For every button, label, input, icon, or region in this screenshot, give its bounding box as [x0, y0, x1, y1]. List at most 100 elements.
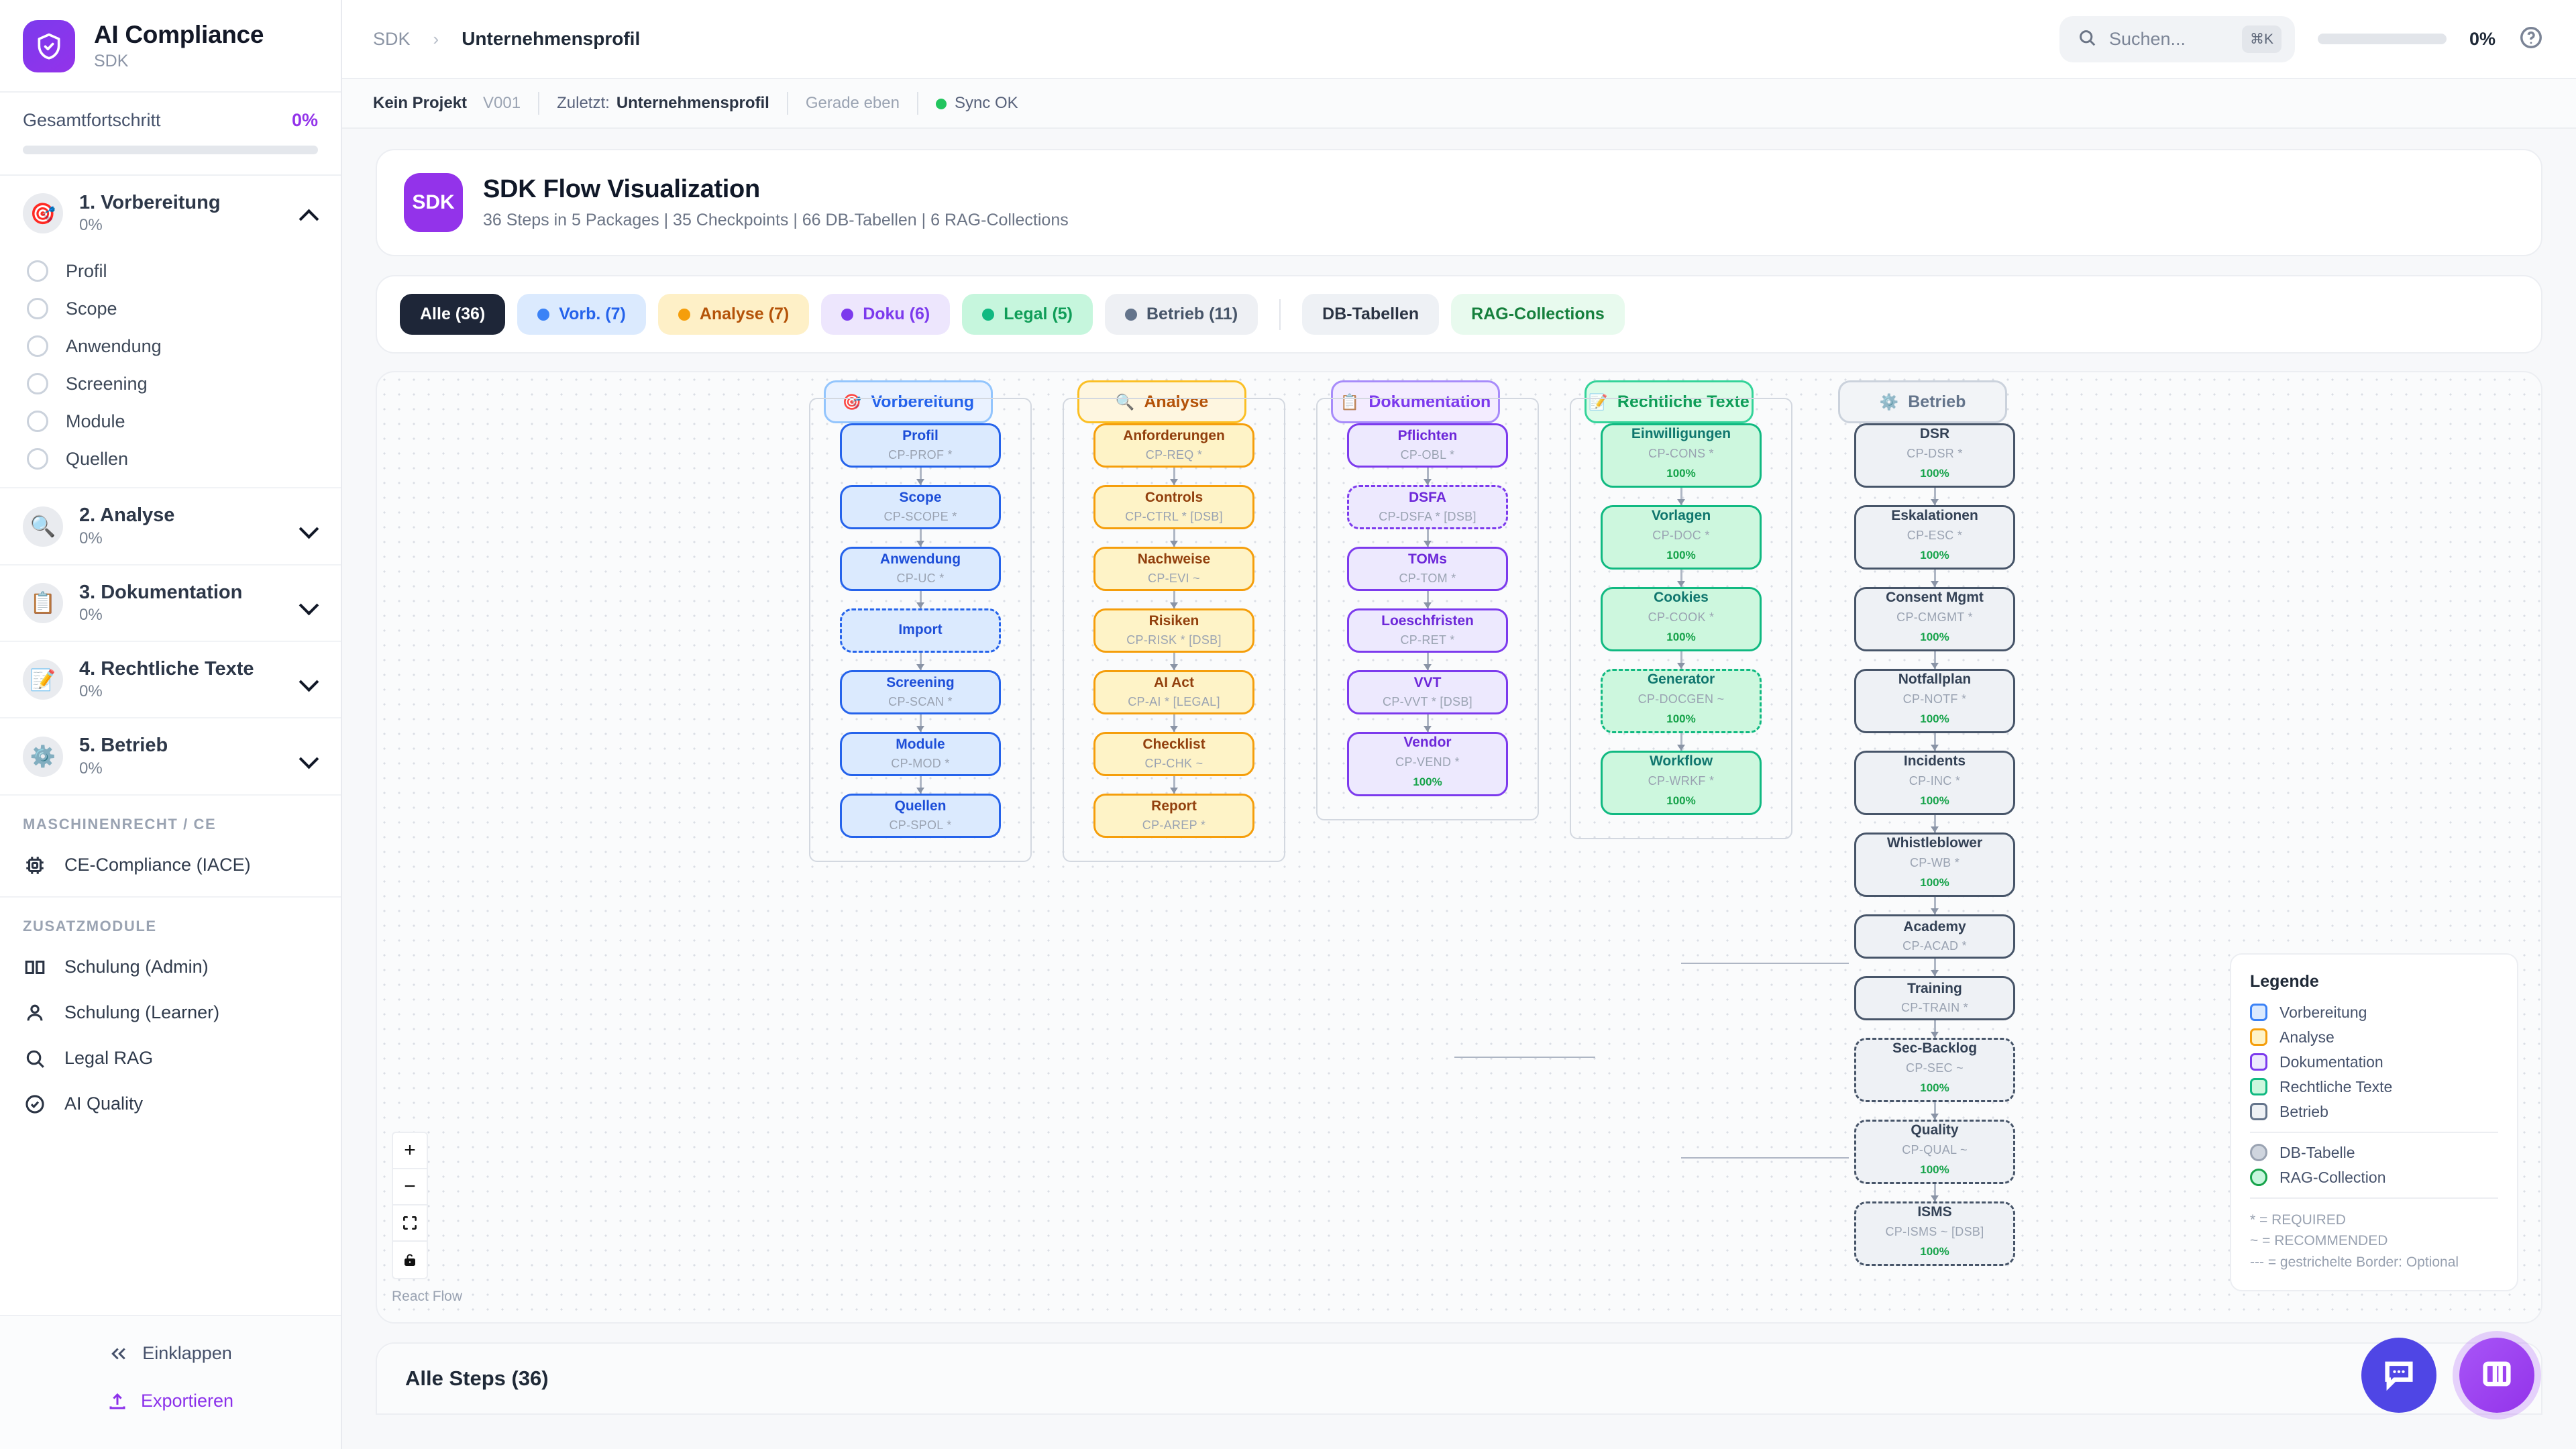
node-progress-value: 100%: [1920, 875, 1949, 889]
flow-edge-arrow: [1170, 726, 1178, 732]
sidebar-item-scope[interactable]: Scope: [0, 290, 341, 327]
step-status-radio[interactable]: [27, 411, 48, 433]
filter-chip-analyse-7[interactable]: Analyse (7): [657, 294, 810, 335]
sidebar-item-quellen[interactable]: Quellen: [0, 440, 341, 478]
filter-chip-alle-36[interactable]: Alle (36): [400, 294, 506, 335]
chevron-down-icon[interactable]: [299, 597, 319, 609]
node-code: CP-DOC *: [1652, 528, 1710, 542]
node-code: CP-VVT * [DSB]: [1383, 695, 1472, 709]
flow-canvas[interactable]: 🎯Vorbereitung🔍Analyse📋Dokumentation📝Rech…: [377, 372, 2541, 1322]
sidebar-item-ai-quality[interactable]: AI Quality: [0, 1081, 341, 1127]
filter-chip-betrieb-11[interactable]: Betrieb (11): [1105, 294, 1258, 335]
fit-view-icon[interactable]: [393, 1205, 427, 1242]
sidebar-item-schulung-admin[interactable]: Schulung (Admin): [0, 945, 341, 990]
step-status-radio[interactable]: [27, 298, 48, 320]
chevron-down-icon[interactable]: [299, 674, 319, 686]
step-status-radio[interactable]: [27, 260, 48, 282]
panel-toggle-button[interactable]: [2459, 1338, 2534, 1413]
export-button[interactable]: Exportieren: [0, 1377, 341, 1425]
sidebar-item-schulung-learner[interactable]: Schulung (Learner): [0, 990, 341, 1036]
react-flow-attribution[interactable]: React Flow: [392, 1289, 463, 1304]
sidebar-item-profil[interactable]: Profil: [0, 252, 341, 290]
sidebar-item-anwendung[interactable]: Anwendung: [0, 327, 341, 365]
phase-emoji-icon: 📋: [23, 582, 63, 623]
filter-chip-doku-6[interactable]: Doku (6): [821, 294, 951, 335]
node-title: Whistleblower: [1886, 835, 1983, 851]
node-code: CP-VEND *: [1395, 755, 1460, 769]
flow-edge: [1173, 776, 1175, 794]
question-circle-icon[interactable]: [2518, 25, 2544, 54]
flow-edge: [1173, 714, 1175, 732]
chevron-up-icon[interactable]: [299, 207, 319, 219]
section-machine-title: MASCHINENRECHT / CE: [23, 815, 217, 833]
sidebar-item-module[interactable]: Module: [0, 402, 341, 440]
step-status-radio[interactable]: [27, 448, 48, 470]
sidebar-item-ce-compliance[interactable]: CE-Compliance (IACE): [0, 843, 341, 888]
filter-chip-db-tabellen[interactable]: DB-Tabellen: [1302, 294, 1440, 335]
breadcrumb-root[interactable]: SDK: [373, 28, 411, 49]
section-extra-title: ZUSATZMODULE: [23, 917, 157, 934]
zoom-in-button[interactable]: +: [393, 1133, 427, 1169]
chevron-down-icon[interactable]: [299, 751, 319, 763]
flow-canvas-card[interactable]: 🎯Vorbereitung🔍Analyse📋Dokumentation📝Rech…: [376, 371, 2542, 1324]
flow-node-import[interactable]: Import: [840, 608, 1001, 653]
node-code: CP-RET *: [1400, 633, 1455, 647]
collapse-sidebar-button[interactable]: Einklappen: [0, 1330, 341, 1377]
zoom-out-button[interactable]: −: [393, 1169, 427, 1205]
lock-icon[interactable]: [393, 1242, 427, 1278]
filter-chip-vorb-7[interactable]: Vorb. (7): [517, 294, 646, 335]
overall-progress-label: Gesamtfortschritt: [23, 110, 161, 130]
step-status-radio[interactable]: [27, 335, 48, 358]
chat-button[interactable]: [2361, 1338, 2436, 1413]
sidebar-item-legal-rag[interactable]: Legal RAG: [0, 1036, 341, 1081]
chevron-down-icon[interactable]: [299, 521, 319, 533]
sidebar-item-screening[interactable]: Screening: [0, 365, 341, 402]
node-code: CP-ESC *: [1907, 528, 1963, 542]
filter-chip-legal-5[interactable]: Legal (5): [962, 294, 1093, 335]
filter-chip-rag-collections[interactable]: RAG-Collections: [1451, 294, 1625, 335]
search-input[interactable]: Suchen... ⌘K: [2059, 15, 2295, 62]
step-status-radio[interactable]: [27, 373, 48, 395]
